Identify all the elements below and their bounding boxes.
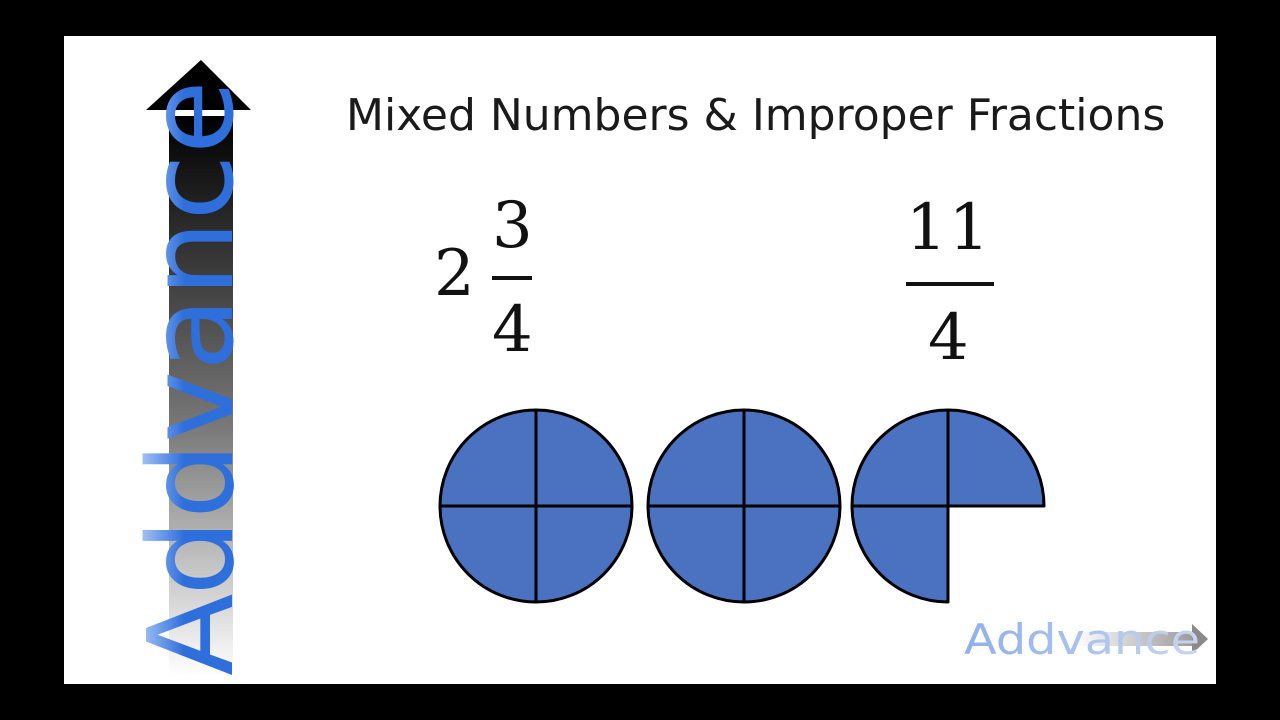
quarter-circles-diagram (438, 408, 1046, 604)
three-quarter-circle (850, 408, 1046, 604)
improper-fraction-numerator: 11 (906, 191, 992, 265)
logo-arrow-head (146, 60, 251, 110)
logo-arrow-stem (169, 116, 233, 676)
mixed-number-whole: 2 (434, 237, 475, 311)
improper-fraction-bar (906, 282, 994, 286)
mixed-number-fraction-bar (492, 276, 532, 280)
vertical-addvance-logo: Addvance (122, 60, 260, 676)
corner-addvance-logo: Addvance (964, 615, 1208, 664)
improper-fraction-denominator: 4 (928, 301, 969, 375)
mixed-number-denominator: 4 (492, 293, 533, 367)
corner-logo-arrow-stem (1074, 632, 1194, 646)
mixed-number-numerator: 3 (492, 189, 533, 263)
logo-text-vertical: Addvance (122, 80, 260, 676)
corner-logo-text: Addvance (964, 615, 1200, 664)
whole-circle-1 (438, 408, 634, 604)
corner-logo-arrow-head (1192, 624, 1208, 654)
whole-circle-2 (646, 408, 842, 604)
slide-title: Mixed Numbers & Improper Fractions (346, 90, 1166, 141)
slide: Addvance Mixed Numbers & Improper Fracti… (64, 36, 1216, 684)
